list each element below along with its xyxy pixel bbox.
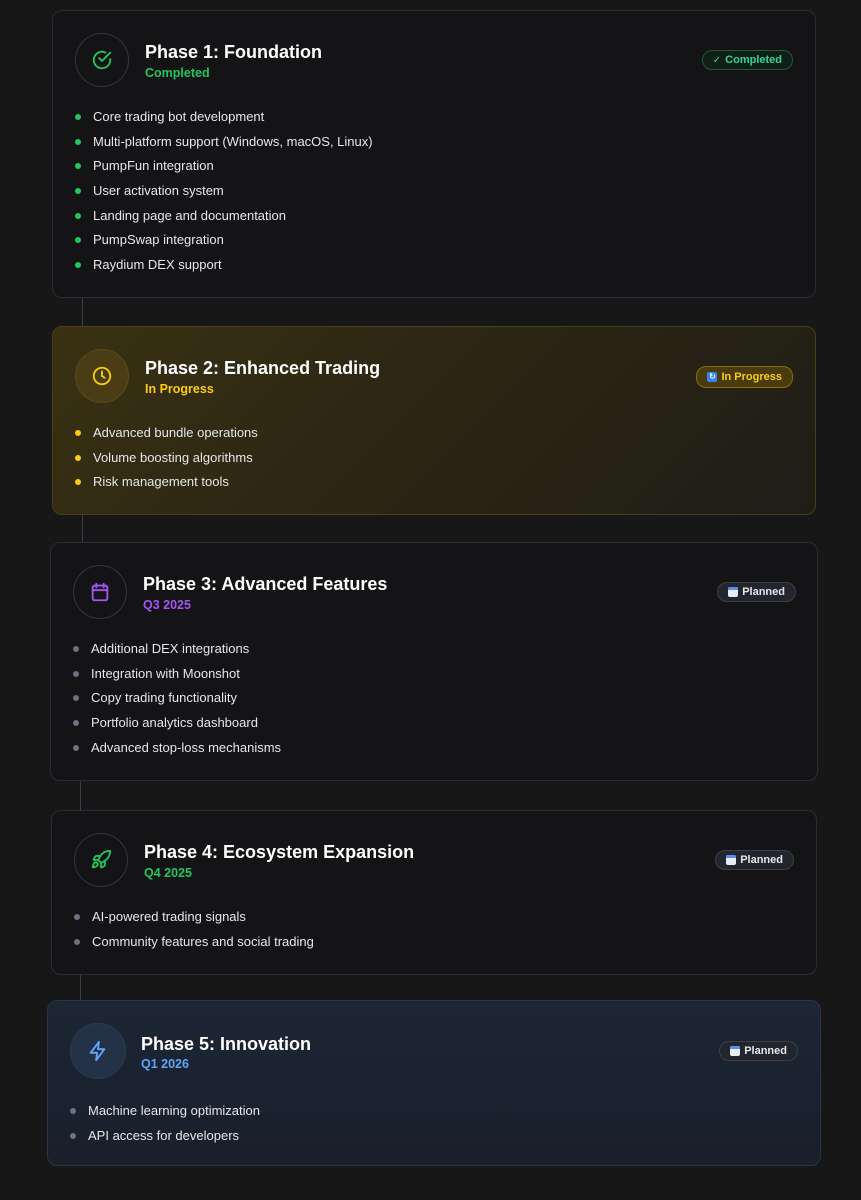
feature-list: Additional DEX integrations Integration … (73, 639, 281, 762)
bullet-icon (73, 720, 79, 727)
list-item: Copy trading functionality (73, 688, 281, 713)
bullet-icon (73, 695, 79, 702)
phase-status: In Progress (145, 382, 214, 396)
status-badge: Planned (717, 582, 796, 602)
status-badge-label: Planned (742, 586, 785, 598)
list-item: API access for developers (70, 1126, 260, 1151)
phase-status: Q1 2026 (141, 1057, 189, 1071)
bullet-icon (75, 262, 81, 269)
list-item: Multi-platform support (Windows, macOS, … (75, 132, 373, 157)
calendar-icon (73, 565, 127, 619)
bullet-icon (75, 163, 81, 170)
bullet-icon (75, 430, 81, 436)
bullet-icon (74, 914, 80, 920)
list-item: Volume boosting algorithms (75, 448, 258, 473)
check-circle-icon (75, 33, 129, 87)
list-item: Advanced stop-loss mechanisms (73, 738, 281, 763)
phase-status: Completed (145, 66, 210, 80)
phase-status: Q4 2025 (144, 866, 192, 880)
phase-card-5: Phase 5: Innovation Q1 2026 Planned Mach… (47, 1000, 821, 1166)
status-badge-label: Planned (740, 854, 783, 866)
status-badge-label: Completed (725, 54, 782, 66)
bullet-icon (70, 1108, 76, 1114)
calendar-small-icon (726, 855, 737, 865)
lightning-icon (70, 1023, 126, 1079)
phase-status: Q3 2025 (143, 598, 191, 612)
bullet-icon (75, 212, 81, 219)
bullet-icon (74, 938, 80, 945)
sync-icon: ↻ (707, 372, 718, 382)
status-badge: Planned (719, 1041, 798, 1061)
list-item: Portfolio analytics dashboard (73, 713, 281, 738)
timeline-connector (80, 974, 81, 1000)
bullet-icon (75, 237, 81, 244)
bullet-icon (73, 744, 79, 751)
list-item: PumpFun integration (75, 156, 373, 181)
list-item: AI-powered trading signals (74, 907, 314, 932)
list-item: Advanced bundle operations (75, 423, 258, 448)
list-item: Core trading bot development (75, 107, 373, 132)
bullet-icon (75, 114, 81, 120)
phase-card-1: Phase 1: Foundation Completed ✓ Complete… (52, 10, 816, 298)
calendar-small-icon (728, 587, 739, 597)
list-item: Raydium DEX support (75, 255, 373, 280)
list-item: Community features and social trading (74, 932, 314, 957)
bullet-icon (70, 1132, 76, 1139)
bullet-icon (75, 188, 81, 195)
bullet-icon (73, 646, 79, 652)
status-badge: Planned (715, 850, 794, 870)
calendar-small-icon (730, 1046, 741, 1056)
list-item: User activation system (75, 181, 373, 206)
phase-card-4: Phase 4: Ecosystem Expansion Q4 2025 Pla… (51, 810, 817, 975)
timeline-connector (82, 514, 83, 543)
checkmark-icon: ✓ (712, 54, 722, 66)
status-badge-label: Planned (744, 1045, 787, 1057)
list-item: Risk management tools (75, 472, 258, 497)
bullet-icon (75, 479, 81, 486)
phase-title: Phase 5: Innovation (141, 1034, 312, 1054)
feature-list: Advanced bundle operations Volume boosti… (75, 423, 258, 497)
clock-icon (75, 349, 129, 403)
list-item: Additional DEX integrations (73, 639, 281, 664)
list-item: Machine learning optimization (70, 1101, 260, 1126)
bullet-icon (75, 454, 81, 461)
phase-title: Phase 3: Advanced Features (143, 574, 388, 594)
feature-list: Core trading bot development Multi-platf… (75, 107, 373, 280)
list-item: Integration with Moonshot (73, 664, 281, 689)
status-badge: ↻ In Progress (696, 366, 793, 388)
feature-list: AI-powered trading signals Community fea… (74, 907, 314, 956)
bullet-icon (75, 138, 81, 145)
list-item: Landing page and documentation (75, 206, 373, 231)
timeline-connector (82, 297, 83, 326)
list-item: PumpSwap integration (75, 230, 373, 255)
status-badge-label: In Progress (721, 371, 782, 383)
phase-title: Phase 4: Ecosystem Expansion (144, 842, 415, 862)
timeline-connector (80, 780, 81, 810)
phase-card-3: Phase 3: Advanced Features Q3 2025 Plann… (50, 542, 818, 781)
status-badge: ✓ Completed (701, 50, 793, 70)
rocket-icon (74, 833, 128, 887)
feature-list: Machine learning optimization API access… (70, 1101, 260, 1150)
phase-title: Phase 2: Enhanced Trading (145, 358, 381, 378)
phase-title: Phase 1: Foundation (145, 42, 323, 62)
phase-card-2: Phase 2: Enhanced Trading In Progress ↻ … (52, 326, 816, 515)
bullet-icon (73, 670, 79, 677)
